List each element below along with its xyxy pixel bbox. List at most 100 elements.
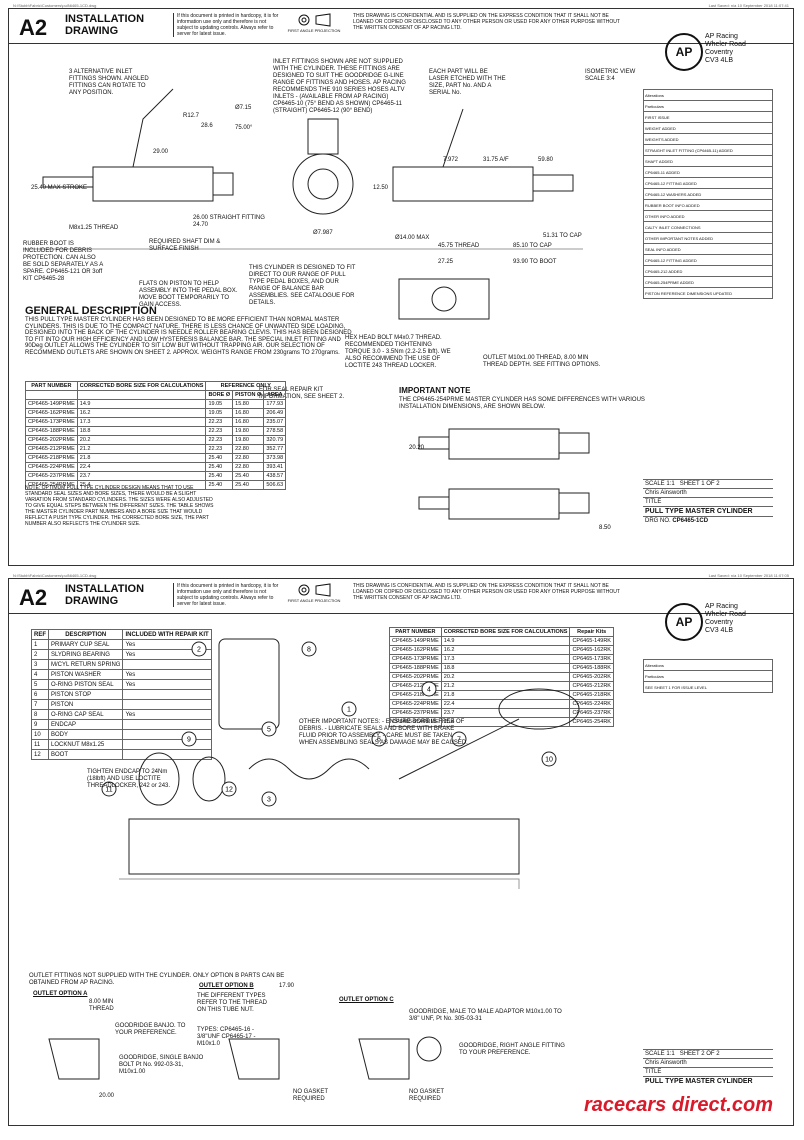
dim-2725: Ø14.00 MAX <box>395 235 429 241</box>
revision-row: CP6465-12 FITTING ADDED <box>643 177 773 189</box>
note-laser: EACH PART WILL BE LASER ETCHED WITH THE … <box>429 69 506 96</box>
balloon-label: 11 <box>105 787 112 794</box>
dim-850: 8.50 <box>599 525 611 531</box>
dim-5131: 85.10 TO CAP <box>513 243 552 249</box>
balloon-3 <box>261 791 277 807</box>
dim-d715: Ø7.15 <box>235 105 252 111</box>
revision-row: SEAL INFO ADDED <box>643 243 773 255</box>
file-path-2: N:\Stubb\Fabric\Customers\pull\6465-1CD.… <box>13 573 97 578</box>
confidential-note-2: THIS DRAWING IS CONFIDENTIAL AND IS SUPP… <box>353 583 620 601</box>
balloon-label: 12 <box>225 787 233 794</box>
important-note-heading: IMPORTANT NOTE <box>399 386 471 395</box>
note-outlet: OUTLET M10x1.00 THREAD, 8.00 MIN THREAD … <box>483 355 601 368</box>
cylinder-section <box>128 818 520 875</box>
dim-d7987: 26.00 STRAIGHT FITTING <box>193 215 265 221</box>
balloon-label: 8 <box>307 647 311 654</box>
cp6465-254-views: 20.20 8.50 <box>409 428 611 531</box>
tighten-note: TIGHTEN ENDCAP TO 24Nm (18lbft) AND USE … <box>87 769 171 789</box>
projection-symbol-icon <box>298 583 331 597</box>
sheet-size-2: A2 <box>19 585 48 610</box>
option-a-shape <box>48 1038 100 1080</box>
dim-29: 29.00 <box>153 149 169 155</box>
seal-detail <box>218 638 280 730</box>
no-gasket-c: NO GASKET REQUIRED <box>409 1089 444 1102</box>
outlet-section-view <box>398 278 490 320</box>
note-seal: FOR SEAL REPAIR KIT INFORMATION, SEE SHE… <box>259 387 345 400</box>
projection-label: FIRST ANGLE PROJECTION <box>279 13 349 33</box>
sheet-header: A2 INSTALLATION DRAWING If this document… <box>9 9 793 44</box>
option-c-adaptor: GOODRIDGE, MALE TO MALE ADAPTOR M10x1.00… <box>409 1009 562 1022</box>
drawing-title-2: PULL TYPE MASTER CYLINDER <box>643 1076 773 1086</box>
revision-row: FIRST ISSUE <box>643 111 773 123</box>
revision-row: CP6465-12 WASHERS ADDED <box>643 188 773 200</box>
drawing-title: PULL TYPE MASTER CYLINDER <box>643 506 773 516</box>
drawing-sheet-1: N:\Stubb\Fabric\Customers\pull\6465-1CD.… <box>8 3 794 566</box>
balloon-8 <box>301 641 317 657</box>
balloon-6 <box>371 731 387 747</box>
balloon-4 <box>421 681 437 697</box>
table-note: NOTE: OPTIMUM PULL TYPE CYLINDER DESIGN … <box>25 485 214 527</box>
option-a-banjo: GOODRIDGE BANJO. TO YOUR PREFERENCE. <box>115 1023 186 1036</box>
ap-racing-logo: AP <box>665 603 703 641</box>
title-block-2: SCALE 1:1 SHEET 2 OF 2 Chris Ainsworth T… <box>643 1049 773 1086</box>
revision-row: PISTON REFERENCE DIMENSIONS UPDATED <box>643 287 773 299</box>
revision-row: OTHER INFO ADDED <box>643 210 773 222</box>
note-boot: RUBBER BOOT IS INCLUDED FOR DEBRIS PROTE… <box>23 241 103 282</box>
note-thread: M8x1.25 THREAD <box>69 225 119 231</box>
dim-2020: 20.20 <box>409 445 425 451</box>
option-b-dim: 17.90 <box>279 983 295 989</box>
revision-row: OTHER IMPORTANT NOTES ADDED <box>643 232 773 244</box>
balloon-5 <box>261 721 277 737</box>
hardcopy-note-2: If this document is printed in hardcopy,… <box>173 583 281 607</box>
dim-af: Ø7.987 <box>313 230 333 236</box>
revision-row: WEIGHTS ADDED <box>643 133 773 145</box>
balloon-10 <box>541 751 557 767</box>
general-description-text: THIS PULL TYPE MASTER CYLINDER HAS BEEN … <box>25 317 352 356</box>
revision-row: RUBBER BOOT INFO ADDED <box>643 199 773 211</box>
last-saved: Last Saved: n/a 10 September 2018 11:07:… <box>708 3 789 8</box>
dim-2470: 25.40 MAX STROKE <box>31 185 87 191</box>
balloon-9 <box>181 731 197 747</box>
other-notes: OTHER IMPORTANT NOTES: - ENSURE BORE IS … <box>299 719 468 746</box>
general-description-heading: GENERAL DESCRIPTION <box>25 305 157 317</box>
dim-286: 28.6 <box>201 123 213 129</box>
watermark: racecars direct.com <box>583 1094 773 1116</box>
outlet-option-a: OUTLET OPTION A <box>33 991 88 997</box>
balloon-label: 3 <box>267 797 271 804</box>
note-designed: THIS CYLINDER IS DESIGNED TO FIT DIRECT … <box>249 265 356 306</box>
dim-4575: 59.80 <box>538 157 554 163</box>
dim-8510: 45.75 THREAD <box>438 243 480 249</box>
note-flats: FLATS ON PISTON TO HELP ASSEMBLY INTO TH… <box>139 281 238 308</box>
drawn-by: Chris Ainsworth <box>643 488 773 497</box>
balloon-label: 2 <box>197 647 201 654</box>
balloon-label: 1 <box>347 707 351 714</box>
cylinder-end-view <box>292 153 354 215</box>
revision-row: CP6465-12 FITTING ADDED <box>643 254 773 266</box>
note-shaft: REQUIRED SHAFT DIM & SURFACE FINISH <box>149 239 221 252</box>
cylinder-body-plan <box>392 166 534 202</box>
no-gasket-b: NO GASKET REQUIRED <box>293 1089 328 1102</box>
note-hex: HEX HEAD BOLT M4x0.7 THREAD. RECOMMENDED… <box>345 335 451 369</box>
revision-row: CALTY INLET CONNECTIONS <box>643 221 773 233</box>
cylinder-side-views: 29.00 75.00° Ø7.15 R12.7 28.6 26.00 STRA… <box>23 88 583 265</box>
balloon-label: 5 <box>267 727 271 734</box>
dim-4251: 93.90 TO BOOT <box>513 259 557 265</box>
dim-598: 7.972 <box>443 157 459 163</box>
balloon-11 <box>101 781 117 797</box>
option-a-dim: 20.00 <box>99 1093 115 1099</box>
